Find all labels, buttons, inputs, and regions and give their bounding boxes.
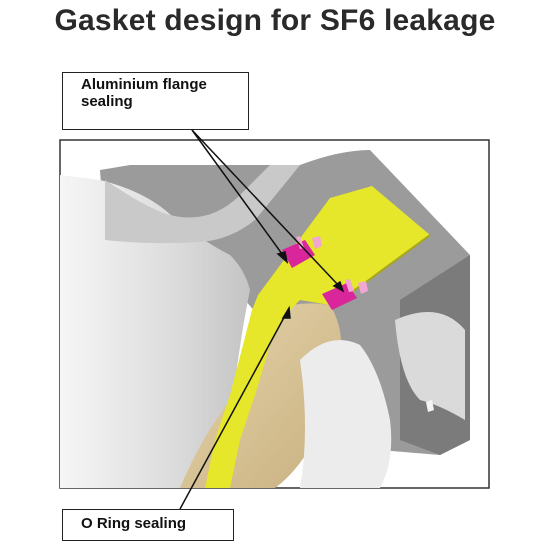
gasket — [205, 186, 430, 488]
arrowhead-oring — [281, 305, 291, 319]
upper-bore-curve — [105, 165, 300, 244]
aluminium-flange-sealing-label: Aluminium flange sealing — [62, 72, 249, 130]
flange-label-line2: sealing — [81, 93, 133, 110]
inner-bore — [300, 340, 392, 488]
leader-flange-lower — [191, 129, 341, 288]
o-ring-sealing-label: O Ring sealing — [62, 509, 234, 541]
left-bore — [60, 175, 250, 488]
leader-flange-upper — [191, 129, 286, 259]
notch-detail — [426, 400, 434, 412]
oring-label-text: O Ring sealing — [81, 515, 187, 532]
arrowhead-flange-lower — [332, 280, 345, 293]
diagram-title: Gasket design for SF6 leakage — [54, 4, 496, 37]
leader-oring — [179, 311, 288, 510]
aluminium-flange-seal-lower — [322, 279, 368, 310]
lower-bore-opening — [395, 312, 465, 420]
arrowhead-flange-upper — [276, 251, 289, 265]
flange-label-line1: Aluminium flange — [81, 76, 207, 93]
leader-lines — [179, 129, 345, 510]
